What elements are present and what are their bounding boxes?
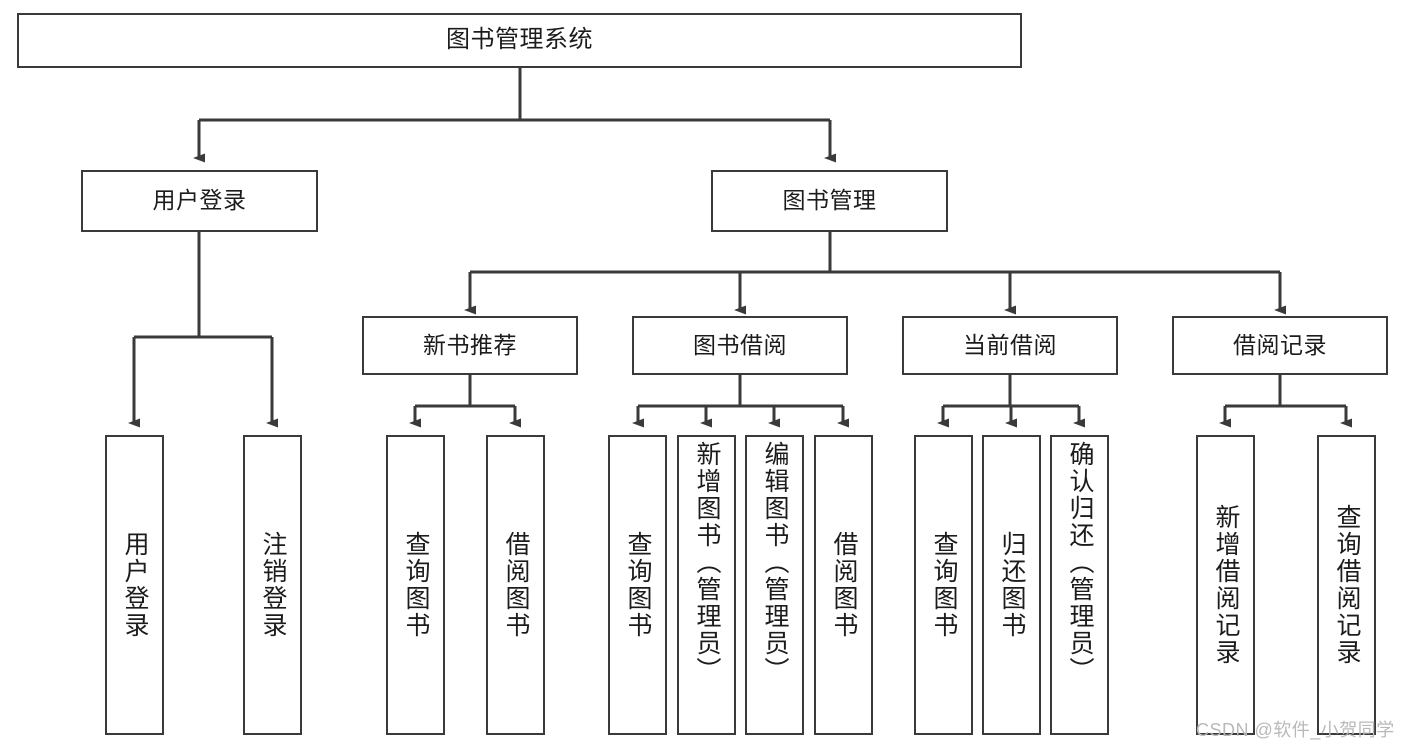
node-label: 借阅图书 [502,531,530,639]
node-book-management[interactable]: 图书管理 [711,170,948,232]
node-label: 图书管理系统 [446,26,593,54]
leaf-return-book[interactable]: 归还图书 [982,435,1041,735]
node-label: 查询图书 [930,531,958,639]
node-label: 确认归还（管理员） [1066,441,1094,684]
node-label: 新增图书（管理员） [693,441,721,684]
leaf-user-logout[interactable]: 注销登录 [243,435,302,735]
leaf-edit-book-admin[interactable]: 编辑图书（管理员） [745,435,804,735]
leaf-user-login[interactable]: 用户登录 [105,435,164,735]
leaf-query-book-current[interactable]: 查询图书 [914,435,973,735]
node-borrow-record[interactable]: 借阅记录 [1172,316,1388,375]
leaf-add-borrow-record[interactable]: 新增借阅记录 [1196,435,1255,735]
node-label: 图书借阅 [693,331,787,358]
node-book-management-system[interactable]: 图书管理系统 [17,13,1022,68]
node-label: 归还图书 [998,531,1026,639]
node-label: 借阅记录 [1233,331,1327,358]
node-label: 用户登录 [152,187,247,214]
node-label: 当前借阅 [963,331,1057,358]
node-current-borrow[interactable]: 当前借阅 [902,316,1118,375]
node-book-borrow[interactable]: 图书借阅 [632,316,848,375]
node-label: 图书管理 [782,187,877,214]
node-label: 查询图书 [402,531,430,639]
node-label: 注销登录 [259,531,287,639]
node-new-book-recommend[interactable]: 新书推荐 [362,316,578,375]
node-user-login[interactable]: 用户登录 [81,170,318,232]
leaf-borrow-book-recommend[interactable]: 借阅图书 [486,435,545,735]
node-label: 新增借阅记录 [1212,504,1240,666]
leaf-confirm-return-admin[interactable]: 确认归还（管理员） [1050,435,1109,735]
leaf-add-book-admin[interactable]: 新增图书（管理员） [677,435,736,735]
node-label: 编辑图书（管理员） [761,441,789,684]
leaf-borrow-book[interactable]: 借阅图书 [814,435,873,735]
node-label: 新书推荐 [423,331,517,358]
node-label: 查询图书 [624,531,652,639]
leaf-query-book-borrow[interactable]: 查询图书 [608,435,667,735]
node-label: 借阅图书 [830,531,858,639]
leaf-query-borrow-record[interactable]: 查询借阅记录 [1317,435,1376,735]
node-label: 查询借阅记录 [1333,504,1361,666]
watermark: CSDN @软件_小贺同学 [1196,720,1395,740]
node-label: 用户登录 [121,531,149,639]
leaf-query-book-recommend[interactable]: 查询图书 [386,435,445,735]
